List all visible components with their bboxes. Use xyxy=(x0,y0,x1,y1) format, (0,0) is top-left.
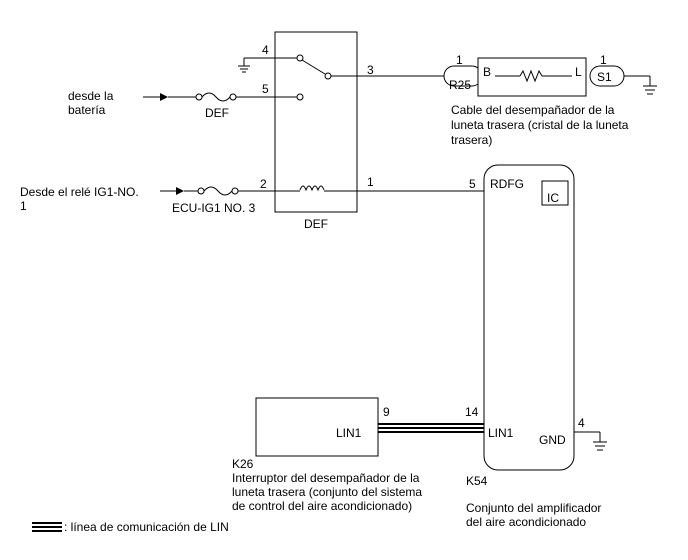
switch-box xyxy=(255,397,379,457)
fuse-terminal xyxy=(195,93,203,101)
amplifier-ic-label: IC xyxy=(547,191,559,205)
arrow-icon xyxy=(160,93,168,101)
amplifier-pin-gnd: 4 xyxy=(578,416,585,430)
relay-pin-2: 2 xyxy=(260,177,267,191)
ig1-source-line2: 1 xyxy=(20,199,27,213)
defogger-caption-line3: trasera) xyxy=(451,133,492,147)
switch-lin-label: LIN1 xyxy=(336,426,362,440)
lin-line xyxy=(378,423,484,433)
switch-pin-lin: 9 xyxy=(383,405,390,419)
defogger-switch: LIN1 9 K26 Interruptor del desempañador … xyxy=(232,397,422,513)
ground-icon xyxy=(238,58,250,73)
connector-s1-pin: 1 xyxy=(600,53,607,67)
fuse-terminal xyxy=(229,93,237,101)
ecu-ig1-fuse-icon xyxy=(203,186,233,196)
amplifier-caption-line2: del aire acondicionado xyxy=(466,515,586,529)
switch-caption-line2: luneta trasera (conjunto del sistema xyxy=(232,485,422,499)
relay-pin-1: 1 xyxy=(367,175,374,189)
defogger-caption-line2: luneta trasera (cristal de la luneta xyxy=(451,118,629,132)
rear-defogger: R25 1 B L S1 1 Cable del desempañador de… xyxy=(443,53,657,147)
amplifier-caption-line1: Conjunto del amplificador xyxy=(466,501,601,515)
relay-contact-4 xyxy=(296,54,304,62)
amplifier-box xyxy=(483,164,575,471)
connector-r25-label: R25 xyxy=(449,78,471,92)
ground-icon xyxy=(643,76,657,95)
ac-amplifier: 5 RDFG IC 14 LIN1 GND 4 K54 Conjunto del… xyxy=(465,164,607,529)
relay-coil xyxy=(299,185,325,192)
relay-label: DEF xyxy=(304,217,328,231)
relay-switch-arm xyxy=(301,59,326,75)
battery-feed: desde la batería DEF xyxy=(68,89,297,120)
legend-text: : línea de comunicación de LIN xyxy=(64,520,229,534)
relay-contact-5 xyxy=(296,93,304,101)
legend: : línea de comunicación de LIN xyxy=(32,520,229,534)
switch-caption-line1: Interruptor del desempañador de la xyxy=(232,471,420,485)
amplifier-rdfg-label: RDFG xyxy=(490,177,524,191)
def-fuse-label: DEF xyxy=(205,106,229,120)
def-relay-box xyxy=(274,31,358,213)
switch-caption-line3: de control del aire acondicionado) xyxy=(232,499,412,513)
fuse-terminal xyxy=(231,187,239,195)
relay-pin-3: 3 xyxy=(367,63,374,77)
connector-s1-label: S1 xyxy=(597,70,612,84)
ig1-source-line1: Desde el relé IG1-NO. xyxy=(20,185,139,199)
amplifier-code: K54 xyxy=(466,474,488,488)
battery-source-line1: desde la xyxy=(68,89,114,103)
defogger-caption-line1: Cable del desempañador de la xyxy=(451,103,615,117)
defogger-terminal-b: B xyxy=(483,65,491,79)
relay-contact-3 xyxy=(324,72,332,80)
defogger-element-box xyxy=(477,57,587,97)
def-fuse-icon xyxy=(201,92,231,102)
amplifier-lin-label: LIN1 xyxy=(488,426,514,440)
amplifier-ic-box xyxy=(541,180,569,206)
arrow-icon xyxy=(176,187,184,195)
ecu-ig1-fuse-label: ECU-IG1 NO. 3 xyxy=(172,201,256,215)
switch-code: K26 xyxy=(232,457,254,471)
def-relay: 4 5 3 2 1 DEF xyxy=(238,31,374,231)
amplifier-pin-lin: 14 xyxy=(465,405,479,419)
amplifier-gnd-label: GND xyxy=(539,433,566,447)
connector-r25-pin: 1 xyxy=(456,53,463,67)
ig1-feed: Desde el relé IG1-NO. 1 ECU-IG1 NO. 3 xyxy=(20,185,300,215)
relay-pin-5: 5 xyxy=(262,82,269,96)
battery-source-line2: batería xyxy=(68,103,106,117)
ground-icon xyxy=(593,432,607,451)
amplifier-pin-rdfg: 5 xyxy=(469,177,476,191)
fuse-terminal xyxy=(197,187,205,195)
defogger-terminal-l: L xyxy=(575,65,582,79)
relay-pin-4: 4 xyxy=(262,43,269,57)
resistor-icon xyxy=(519,69,543,83)
